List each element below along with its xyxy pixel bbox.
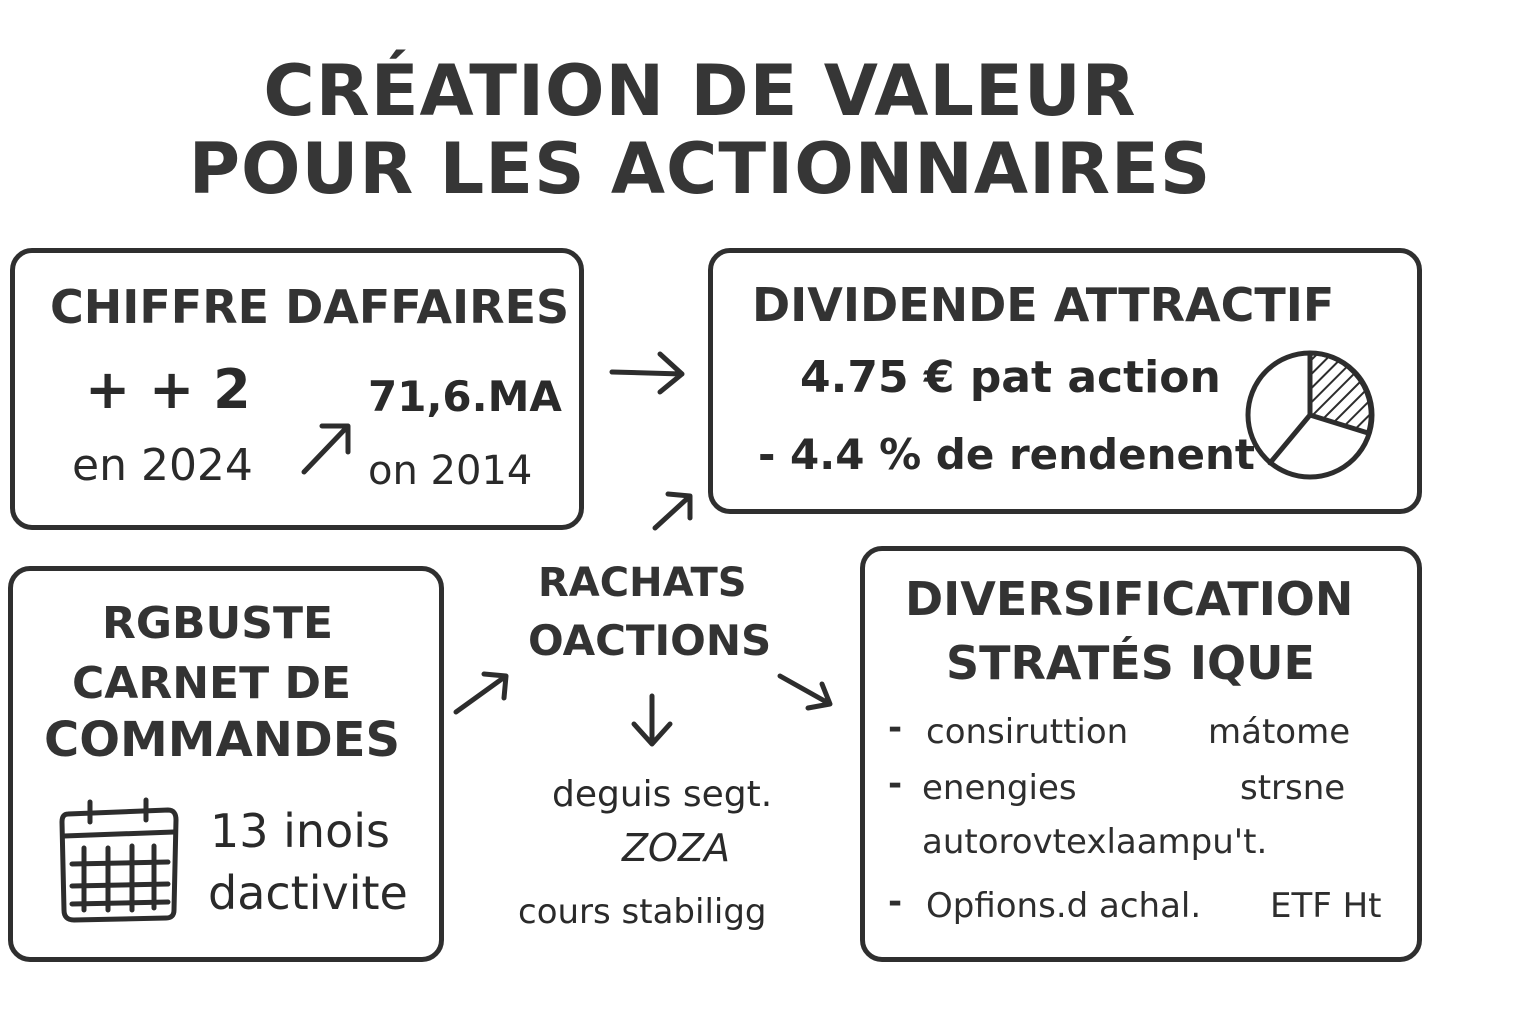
arrow-buyback-to-dividend (652, 491, 693, 531)
arrow-revenue-to-dividend (609, 351, 685, 395)
title-line-2: POUR LES ACTIONNAIRES (188, 128, 1212, 210)
diversification-item-1-left: consiruttion (926, 712, 1129, 752)
diversification-item-3-left: autorovtexlaampu't. (922, 822, 1268, 862)
dividend-box (708, 248, 1422, 514)
diversification-line-1: DIVERSIFICATION (905, 572, 1354, 626)
diversification-item-1-right: mátome (1208, 712, 1351, 752)
diversification-box (860, 546, 1422, 962)
revenue-growth-year: en 2024 (72, 440, 253, 491)
arrow-buyback-down (631, 693, 673, 747)
arrow-backlog-to-buyback (453, 671, 509, 715)
buyback-detail-2: ZOZA (622, 826, 730, 870)
arrow-revenue-growth (301, 423, 351, 475)
title-line-1: CRÉATION DE VALEUR (263, 50, 1137, 132)
dividend-per-share: 4.75 € pat action (800, 352, 1221, 403)
calendar-icon (59, 797, 179, 923)
revenue-growth: + + 2 (85, 358, 251, 421)
arrow-buyback-to-diversification (777, 673, 833, 711)
list-bullet: - (888, 764, 903, 804)
revenue-amount-year: on 2014 (368, 448, 533, 494)
list-bullet: - (888, 882, 903, 922)
pie-chart-icon (1245, 350, 1375, 480)
buyback-detail-1: deguis segt. (552, 774, 773, 815)
revenue-box (10, 248, 584, 530)
backlog-line-1: RGBUSTE (102, 598, 334, 649)
diversification-item-2-left: enengies (922, 768, 1077, 808)
list-bullet: - (888, 708, 903, 748)
backlog-duration: 13 inois (210, 804, 390, 858)
revenue-amount: 71,6.MA (368, 372, 562, 421)
revenue-heading: CHIFFRE DAFFAIRES (50, 280, 570, 334)
backlog-duration-label: dactivite (208, 866, 408, 920)
diversification-item-4-right: ETF Ht (1270, 886, 1382, 926)
diversification-item-2-right: strsne (1240, 768, 1346, 808)
dividend-yield: - 4.4 % de rendenent (758, 430, 1255, 479)
diversification-line-2: STRATÉS IQUE (946, 636, 1315, 690)
buyback-line-2: OACTIONS (528, 616, 772, 665)
backlog-line-2: CARNET DE (72, 658, 352, 709)
backlog-line-3: COMMANDES (44, 712, 401, 768)
diagram-title: CRÉATION DE VALEUR POUR LES ACTIONNAIRES (150, 52, 1250, 208)
buyback-detail-3: cours stabiligg (518, 892, 767, 932)
dividend-heading: DIVIDENDE ATTRACTIF (752, 278, 1335, 332)
diversification-item-4-left: Opfions.d achal. (926, 886, 1202, 926)
buyback-line-1: RACHATS (538, 560, 747, 606)
backlog-box (8, 566, 444, 962)
